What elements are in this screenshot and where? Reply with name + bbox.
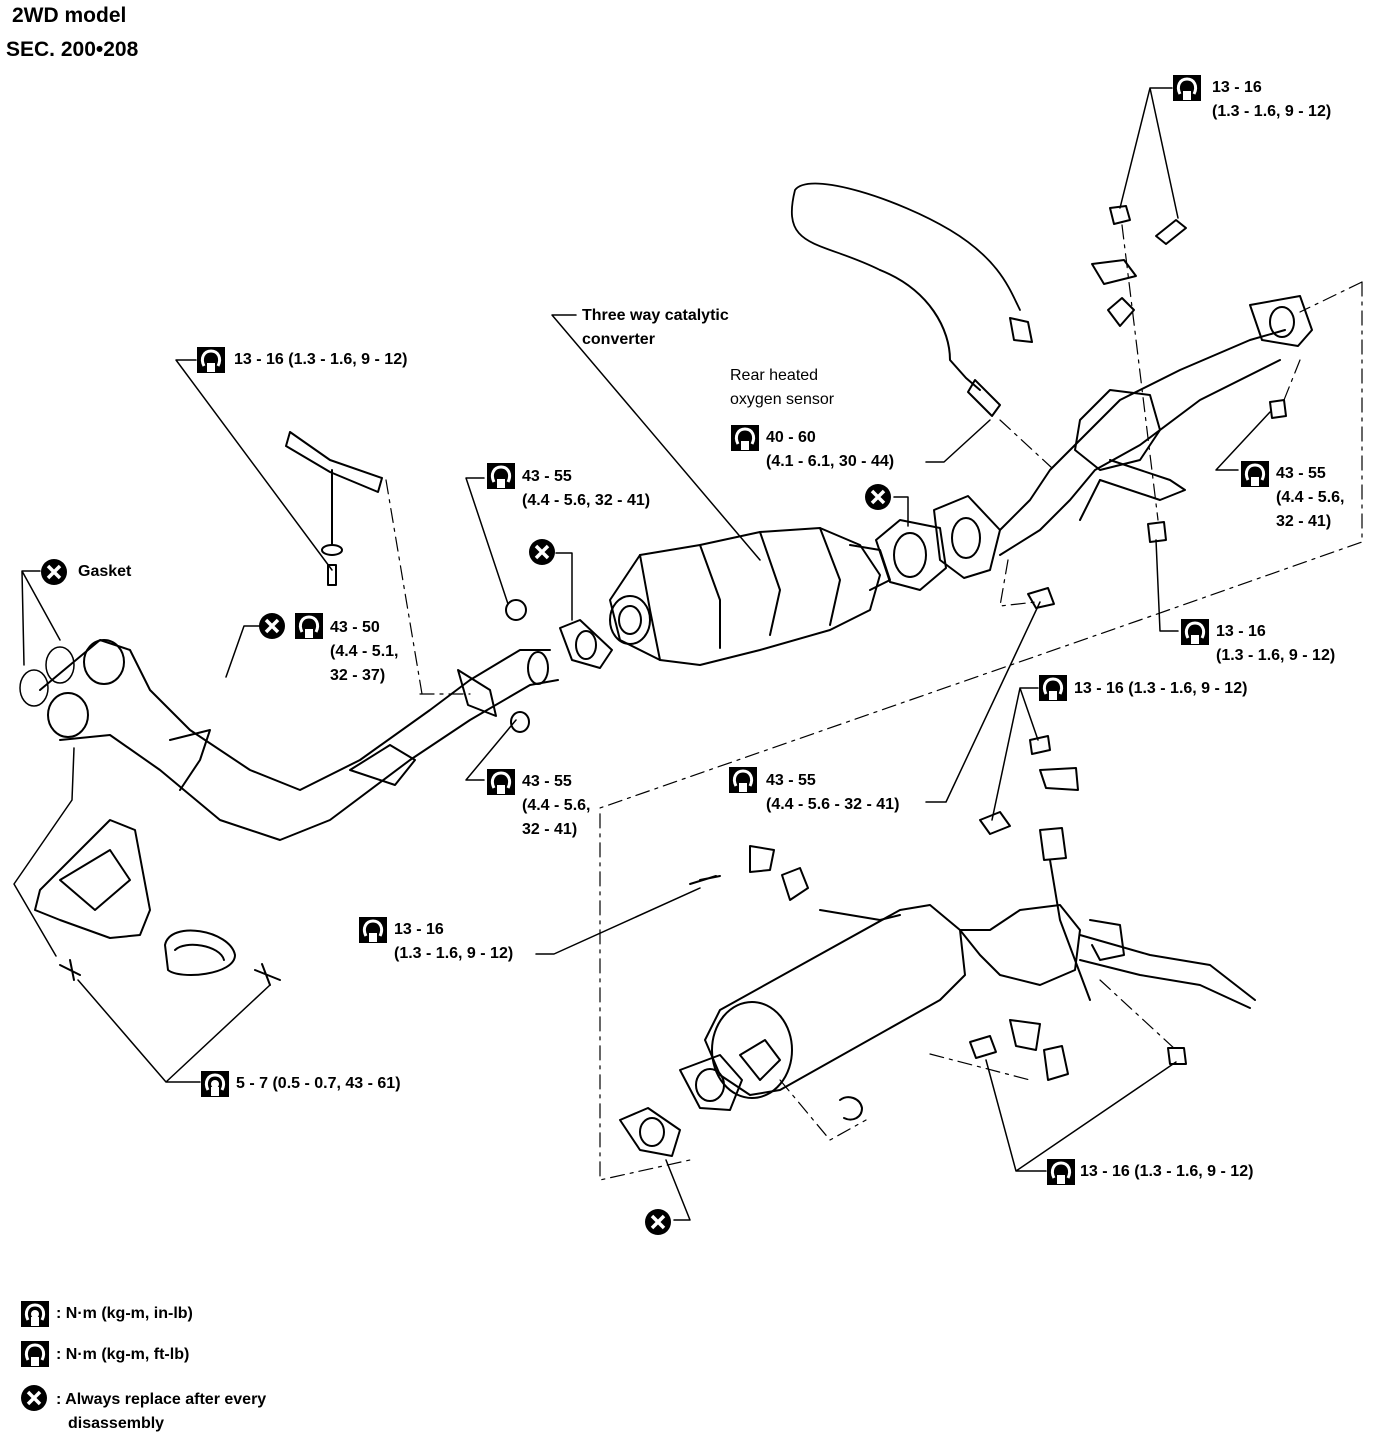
torque-wrench-icon bbox=[1039, 675, 1067, 701]
model-title: 2WD model bbox=[12, 4, 127, 27]
torque-wrench-icon bbox=[359, 917, 387, 943]
torque-wrench-icon bbox=[1241, 461, 1269, 487]
torque-wrench-icon bbox=[1047, 1159, 1075, 1185]
heat-shield bbox=[34, 819, 281, 986]
sensor-label: Rear heated oxygen sensor bbox=[730, 367, 835, 408]
sensor-torque: 40 - 60 (4.1 - 6.1, 30 - 44) bbox=[766, 429, 895, 470]
rear-muffler bbox=[619, 845, 1256, 1157]
hanger-bracket-torque: 13 - 16 (1.3 - 1.6, 9 - 12) bbox=[1074, 680, 1248, 697]
mid-flange-torque: 43 - 55 (4.4 - 5.6 - 32 - 41) bbox=[766, 772, 900, 813]
replace-x-icon bbox=[865, 484, 891, 510]
front-bracket bbox=[285, 431, 497, 717]
replace-x-icon bbox=[529, 539, 555, 565]
legend-replace-icon bbox=[21, 1385, 47, 1411]
mid-hardware bbox=[979, 587, 1091, 1001]
torque-wrench-icon bbox=[729, 767, 757, 793]
torque-wrench-icon bbox=[731, 425, 759, 451]
right-mount-torque: 13 - 16 (1.3 - 1.6, 9 - 12) bbox=[1216, 623, 1336, 664]
leader-lines bbox=[13, 87, 1271, 1221]
torque-wrench-icon bbox=[197, 347, 225, 373]
top-right-hardware bbox=[1091, 205, 1287, 543]
legend-inlb-icon bbox=[21, 1301, 49, 1327]
legend-ftlb: : N·m (kg-m, ft-lb) bbox=[56, 1346, 190, 1363]
rear-hanger-torque: 13 - 16 (1.3 - 1.6, 9 - 12) bbox=[1080, 1163, 1254, 1180]
cat-flanges bbox=[505, 599, 613, 733]
flange-upper-torque: 43 - 55 (4.4 - 5.6, 32 - 41) bbox=[522, 468, 651, 509]
section-number: SEC. 200•208 bbox=[6, 38, 139, 61]
oxygen-sensor bbox=[790, 182, 1033, 417]
torque-wrench-inlb-icon bbox=[201, 1071, 229, 1097]
legend-replace: : Always replace after every disassembly bbox=[56, 1391, 267, 1432]
gasket-label: Gasket bbox=[78, 563, 132, 580]
torque-wrench-icon bbox=[1173, 75, 1201, 101]
muffler-bolt-torque: 13 - 16 (1.3 - 1.6, 9 - 12) bbox=[394, 921, 514, 962]
rear-cat-flanges bbox=[875, 495, 1001, 591]
torque-wrench-icon bbox=[487, 769, 515, 795]
replace-x-icon bbox=[41, 559, 67, 585]
center-pipe bbox=[999, 295, 1313, 556]
front-tube bbox=[19, 639, 559, 841]
flange-lower-torque: 43 - 55 (4.4 - 5.6, 32 - 41) bbox=[522, 773, 591, 838]
legend-ftlb-icon bbox=[21, 1341, 49, 1367]
manifold-nut-torque: 43 - 50 (4.4 - 5.1, 32 - 37) bbox=[330, 619, 399, 684]
heat-shield-torque: 5 - 7 (0.5 - 0.7, 43 - 61) bbox=[236, 1075, 401, 1092]
torque-wrench-icon bbox=[295, 613, 323, 639]
right-flange-torque: 43 - 55 (4.4 - 5.6, 32 - 41) bbox=[1276, 465, 1345, 530]
catalytic-converter-label: Three way catalytic converter bbox=[582, 307, 729, 348]
top-right-torque: 13 - 16 (1.3 - 1.6, 9 - 12) bbox=[1212, 79, 1332, 120]
legend-inlb: : N·m (kg-m, in-lb) bbox=[56, 1305, 193, 1322]
replace-x-icon bbox=[645, 1209, 671, 1235]
bracket-front-torque: 13 - 16 (1.3 - 1.6, 9 - 12) bbox=[234, 351, 408, 368]
torque-wrench-icon bbox=[487, 463, 515, 489]
catalytic-converter bbox=[609, 527, 891, 666]
dashed-lines bbox=[385, 224, 1363, 1181]
torque-wrench-icon bbox=[1181, 619, 1209, 645]
replace-x-icon bbox=[259, 613, 285, 639]
